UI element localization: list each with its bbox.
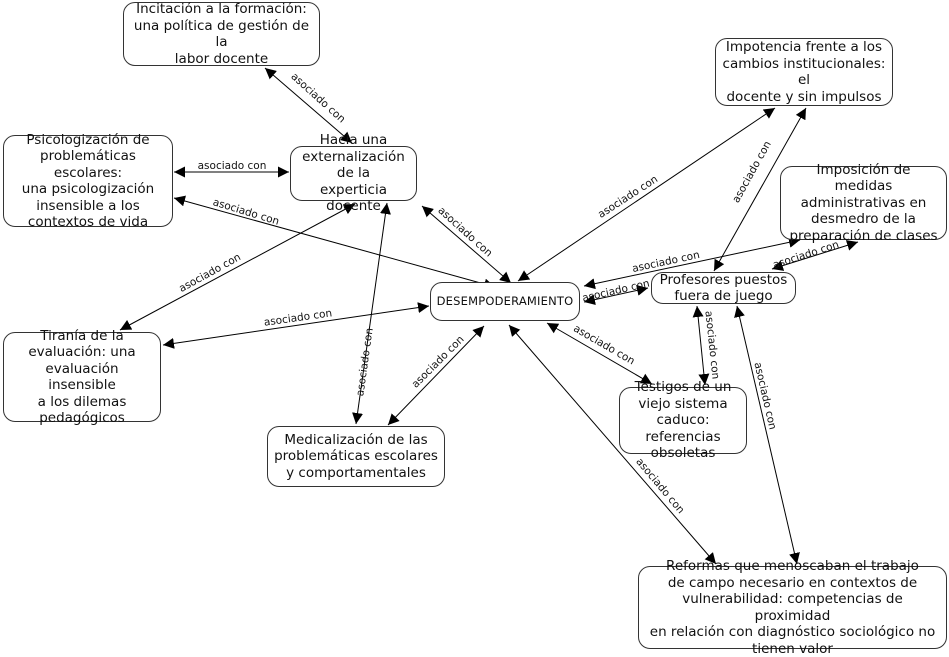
edge-n6-n7 — [583, 284, 649, 306]
edge-label: asociado con — [702, 310, 721, 380]
node-reformas[interactable]: Reformas que menoscaban el trabajo de ca… — [638, 558, 947, 657]
node-medicalizacion[interactable]: Medicalización de las problemáticas esco… — [267, 426, 445, 487]
node-psicologizacion[interactable]: Psicologización de problemáticas escolar… — [3, 132, 173, 230]
edge-label: asociado con — [633, 456, 686, 516]
edge-label: asociado con — [288, 71, 347, 126]
node-tirania-evaluacion[interactable]: Tiranía de la evaluación: una evaluación… — [3, 328, 161, 426]
node-impotencia-cambios[interactable]: Impotencia frente a los cambios instituc… — [715, 38, 893, 106]
edge-label: asociado con — [435, 205, 494, 260]
edge-label: asociado con — [409, 333, 466, 390]
edge-n7-n5 — [771, 240, 859, 271]
edge-label: asociado con — [581, 277, 651, 304]
node-testigos-viejo-sistema[interactable]: Testigos de un viejo sistema caduco: ref… — [619, 379, 747, 461]
node-profesores-fuera-juego[interactable]: Profesores puestos fuera de juego — [651, 272, 796, 304]
edge-n3-n8 — [119, 203, 356, 331]
node-incitacion-formacion[interactable]: Incitación a la formación: una política … — [123, 1, 320, 67]
edge-label: asociado con — [354, 327, 375, 397]
edge-n7-n4 — [713, 107, 807, 272]
edge-n7-n11 — [734, 305, 800, 565]
node-desempoderamiento[interactable]: DESEMPODERAMIENTO — [430, 282, 580, 321]
edge-n7-n9 — [692, 305, 710, 386]
edge-label: asociado con — [596, 173, 660, 220]
edge-n6-n9 — [546, 322, 653, 385]
edge-label: asociado con — [211, 196, 280, 228]
edge-label: asociado con — [177, 251, 243, 295]
edge-n3-n1 — [264, 67, 353, 144]
node-imposicion-medidas[interactable]: Imposición de medidas administrativas en… — [780, 162, 947, 244]
edge-n6-n10 — [387, 325, 485, 426]
edge-label: asociado con — [198, 160, 267, 172]
edge-label: asociado con — [730, 139, 774, 205]
edge-n6-n8 — [162, 302, 430, 349]
edge-label: asociado con — [571, 323, 637, 368]
edge-n6-n11 — [508, 324, 717, 565]
edge-label: asociado con — [751, 361, 778, 431]
node-externalizacion-experticia[interactable]: Hacia una externalización de la expertic… — [290, 132, 417, 214]
edge-n3-n6 — [421, 205, 512, 284]
